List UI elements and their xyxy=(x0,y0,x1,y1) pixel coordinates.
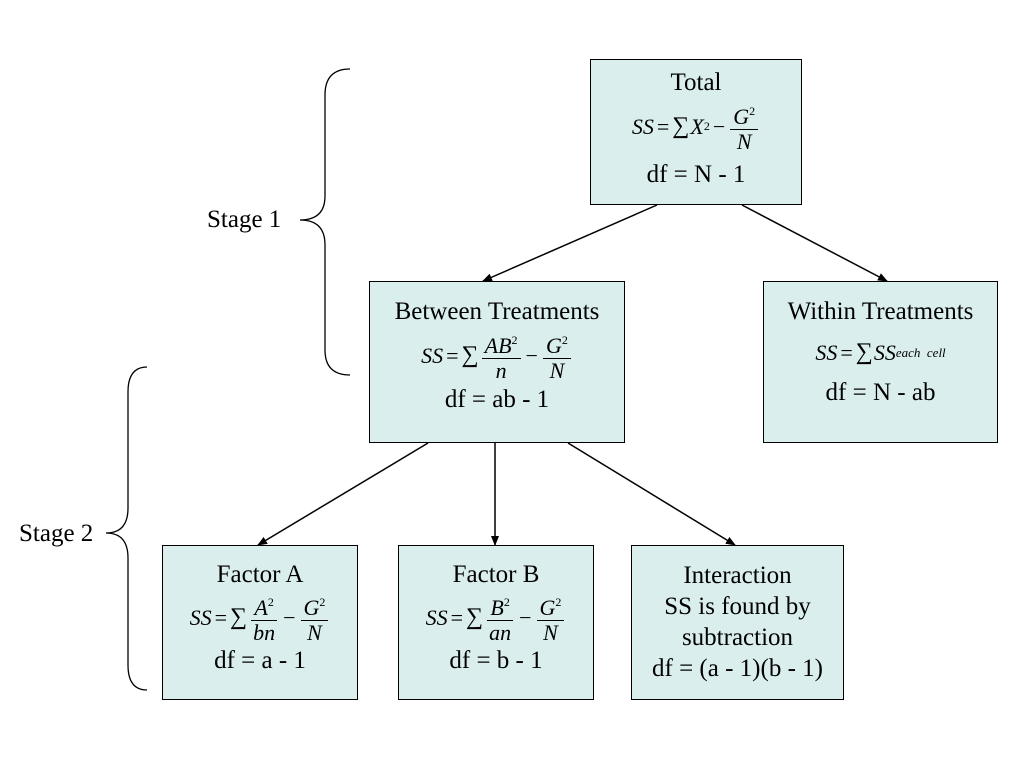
fraction-g2-over-n: G2 N xyxy=(536,590,565,645)
within-df: df = N - ab xyxy=(825,379,936,406)
sigma-symbol: ∑ xyxy=(466,604,484,630)
within-title: Within Treatments xyxy=(787,298,974,325)
numerator: G2 xyxy=(542,328,571,359)
ss-symbol: SS xyxy=(189,604,212,630)
fraction-g2-over-n: G2 N xyxy=(730,99,759,154)
minus-sign: − xyxy=(283,604,296,630)
factor-b-ss-formula: SS = ∑ B2 an − G2 N xyxy=(426,590,567,645)
arrow-total-to-between xyxy=(482,204,658,282)
arrow-total-to-within xyxy=(741,204,888,282)
factor-b-title: Factor B xyxy=(452,561,540,588)
ss-symbol: SS xyxy=(421,342,444,368)
denominator: N xyxy=(736,129,752,154)
factor-b-df: df = b - 1 xyxy=(449,647,543,674)
factor-a-df: df = a - 1 xyxy=(214,647,306,674)
stage1-label: Stage 1 xyxy=(207,206,282,233)
interaction-note-line2: subtraction xyxy=(681,624,794,651)
numerator: G2 xyxy=(536,590,565,621)
equals-sign: = xyxy=(450,604,463,630)
stage1-brace xyxy=(299,68,351,376)
factor-a-ss-formula: SS = ∑ A2 bn − G2 N xyxy=(190,590,331,645)
factor-a-box: Factor A SS = ∑ A2 bn − G2 N df = a - 1 xyxy=(162,545,358,700)
sigma-symbol: ∑ xyxy=(855,339,873,365)
denominator: bn xyxy=(253,620,276,645)
arrow-between-to-factor-a xyxy=(257,442,429,546)
denominator: N xyxy=(543,620,558,645)
total-df: df = N - 1 xyxy=(646,161,746,188)
interaction-note-line1: SS is found by xyxy=(664,593,811,620)
sigma-symbol: ∑ xyxy=(461,342,479,368)
minus-sign: − xyxy=(712,113,726,139)
between-df: df = ab - 1 xyxy=(444,386,550,413)
minus-sign: − xyxy=(525,342,538,368)
exponent: 2 xyxy=(703,119,710,133)
stage2-brace xyxy=(105,366,148,691)
interaction-df: df = (a - 1)(b - 1) xyxy=(652,655,823,682)
equals-sign: = xyxy=(656,113,670,139)
numerator: G2 xyxy=(300,590,329,621)
interaction-box: Interaction SS is found by subtraction d… xyxy=(631,545,844,700)
ss-symbol: SS xyxy=(425,604,448,630)
sigma-symbol: ∑ xyxy=(230,604,248,630)
factor-a-title: Factor A xyxy=(216,561,304,588)
total-title: Total xyxy=(670,69,722,96)
x-variable: X xyxy=(690,113,704,139)
equals-sign: = xyxy=(446,342,459,368)
between-treatments-box: Between Treatments SS = ∑ AB2 n − G2 N d… xyxy=(369,281,625,443)
equals-sign: = xyxy=(840,339,853,365)
equals-sign: = xyxy=(214,604,227,630)
between-ss-formula: SS = ∑ AB2 n − G2 N xyxy=(421,328,573,383)
stage2-label: Stage 2 xyxy=(19,520,94,547)
numerator: G2 xyxy=(730,99,759,130)
numerator: AB2 xyxy=(481,328,521,359)
between-title: Between Treatments xyxy=(394,298,600,325)
ss-term: SS xyxy=(873,339,896,365)
denominator: N xyxy=(549,358,565,383)
interaction-title: Interaction xyxy=(683,562,792,589)
fraction-ab2-over-n: AB2 n xyxy=(481,328,521,383)
fraction-g2-over-n: G2 N xyxy=(542,328,571,383)
sigma-symbol: ∑ xyxy=(672,113,690,139)
fraction-g2-over-n: G2 N xyxy=(300,590,329,645)
denominator: N xyxy=(307,620,322,645)
arrow-between-to-interaction xyxy=(567,442,736,546)
denominator: an xyxy=(489,620,512,645)
fraction-a2-over-bn: A2 bn xyxy=(250,590,278,645)
minus-sign: − xyxy=(519,604,532,630)
numerator: A2 xyxy=(251,590,277,621)
each-cell-subscript: each cell xyxy=(895,344,946,360)
numerator: B2 xyxy=(487,590,513,621)
ss-symbol: SS xyxy=(631,113,654,139)
ss-symbol: SS xyxy=(815,339,838,365)
fraction-b2-over-an: B2 an xyxy=(486,590,514,645)
denominator: n xyxy=(495,358,507,383)
factor-b-box: Factor B SS = ∑ B2 an − G2 N df = b - 1 xyxy=(398,545,594,700)
